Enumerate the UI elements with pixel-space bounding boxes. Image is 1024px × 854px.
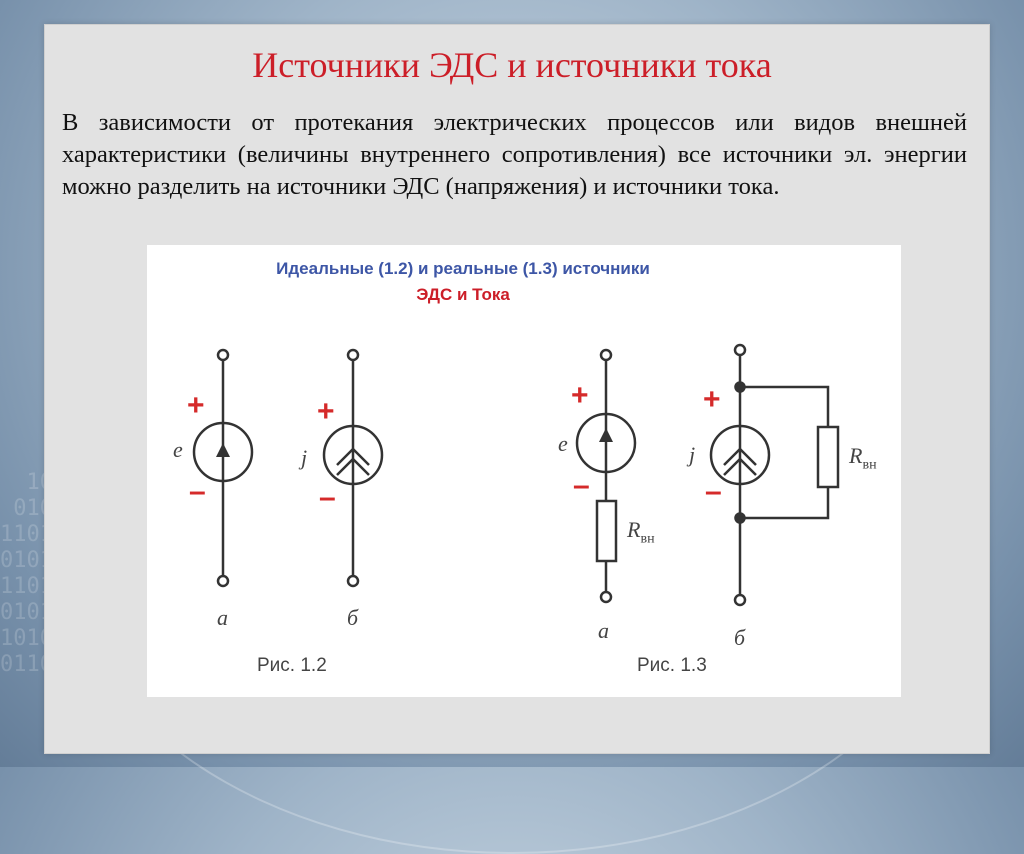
chevron-icon <box>723 447 757 466</box>
arrow-icon <box>599 428 613 442</box>
terminal-top <box>733 343 747 357</box>
circuit-letter: а <box>598 618 609 643</box>
plus-sign: + <box>317 395 335 428</box>
terminal-top <box>346 348 360 362</box>
wire <box>740 487 830 520</box>
emf-symbol: e <box>558 431 568 456</box>
wire <box>740 385 830 427</box>
plus-sign: + <box>187 389 205 422</box>
source-circle <box>709 424 771 486</box>
slide-title: Источники ЭДС и источники тока <box>252 45 772 85</box>
plus-sign: + <box>703 383 721 416</box>
circuit-figure: Идеальные (1.2) и реальные (1.3) источни… <box>147 245 901 697</box>
caption-fig-1-3: Рис. 1.3 <box>637 655 707 676</box>
circuit-real-current <box>709 343 840 607</box>
emf-symbol: e <box>173 437 183 462</box>
minus-sign: – <box>189 475 206 508</box>
circuit-diagrams <box>192 343 840 607</box>
slide-paragraph: В зависимости от протекания электрически… <box>62 109 967 200</box>
terminal-top <box>216 348 230 362</box>
minus-sign: – <box>705 475 722 508</box>
terminal-bottom <box>733 593 747 607</box>
source-circle <box>192 421 254 483</box>
current-symbol: j <box>689 442 696 467</box>
minus-sign: – <box>573 469 590 502</box>
current-symbol: j <box>301 445 308 470</box>
terminal-bottom <box>599 590 613 604</box>
circuit-letter: б <box>734 625 746 650</box>
source-circle <box>322 424 384 486</box>
source-circle <box>575 412 637 474</box>
minus-sign: – <box>319 481 336 514</box>
circuit-real-emf <box>575 348 637 604</box>
circuit-ideal-current <box>322 348 384 588</box>
resistor-label: Rвн <box>627 517 655 547</box>
chevron-icon <box>723 457 757 476</box>
caption-fig-1-2: Рис. 1.2 <box>257 655 327 676</box>
terminal-bottom <box>346 574 360 588</box>
resistor <box>595 499 618 563</box>
terminal-bottom <box>216 574 230 588</box>
figure-title-line1: Идеальные (1.2) и реальные (1.3) источни… <box>276 259 650 278</box>
circuit-letter: а <box>217 605 228 630</box>
arrow-icon <box>216 443 230 457</box>
resistor-label: Rвн <box>849 443 877 473</box>
chevron-icon <box>336 457 370 476</box>
terminal-top <box>599 348 613 362</box>
chevron-icon <box>336 447 370 466</box>
circuit-ideal-emf <box>192 348 254 588</box>
resistor <box>816 425 840 489</box>
plus-sign: + <box>571 379 589 412</box>
circuit-letter: б <box>347 605 359 630</box>
figure-title-line2: ЭДС и Тока <box>416 285 510 304</box>
